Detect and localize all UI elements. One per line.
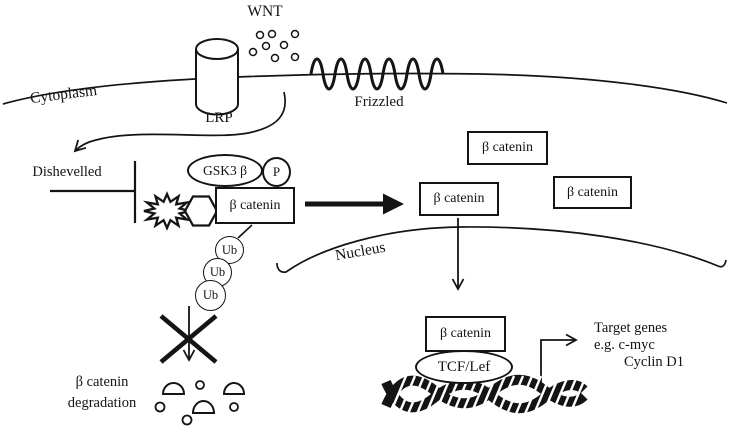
cell-membrane-line (2, 72, 728, 105)
nuclear-membrane-line (276, 226, 727, 273)
bcatenin-box-right: β catenin (553, 176, 632, 209)
transcription-arrow (540, 333, 578, 383)
ubiquitin-link-line (237, 224, 253, 239)
bcatenin-box-right-label: β catenin (566, 184, 619, 200)
degradation-caption: β catenin degradation (56, 372, 148, 414)
bcatenin-box-upper-label: β catenin (481, 140, 534, 155)
bcatenin-box-cytoplasm: β catenin (419, 182, 499, 216)
hexagon-icon (183, 195, 219, 227)
target-genes-caption: Target genes e.g. c-myc Cyclin D1 (594, 320, 684, 371)
translocation-arrow (305, 193, 404, 215)
wnt-ligand-dots (248, 29, 300, 63)
ub-circle-3: Ub (195, 280, 226, 311)
target-genes-line1: Target genes (594, 320, 668, 336)
target-genes-line2: e.g. c-myc (594, 337, 655, 353)
tcf-lef-label: TCF/Lef (437, 358, 491, 375)
bcatenin-box-upper: β catenin (467, 131, 548, 165)
dna-helix-icon (381, 374, 588, 415)
target-genes-line3: Cyclin D1 (624, 354, 685, 370)
signal-arrow-lrp-to-dishevelled (73, 91, 286, 153)
bcatenin-box-cytoplasm-label: β catenin (433, 191, 485, 206)
degradation-caption-line2: degradation (67, 395, 137, 411)
blocked-cross-icon (159, 314, 218, 364)
starburst-icon (142, 191, 192, 231)
gsk3b-ellipse: GSK3 β (187, 154, 263, 187)
frizzled-receptor-icon (309, 57, 445, 91)
gsk3b-label: GSK3 β (202, 162, 247, 178)
lrp-receptor-icon (195, 38, 239, 116)
wnt-label: WNT (247, 3, 283, 20)
degradation-fragments (154, 380, 246, 426)
destruction-bcatenin-label: β catenin (229, 197, 281, 213)
frizzled-label: Frizzled (354, 94, 404, 110)
nuclear-bcatenin-box: β catenin (425, 316, 506, 352)
dishevelled-label: Dishevelled (32, 164, 102, 180)
ub-label-1: Ub (221, 242, 238, 257)
ub-label-2: Ub (209, 265, 226, 279)
degradation-caption-line1: β catenin (75, 374, 129, 390)
phosphate-label: P (272, 164, 281, 179)
lrp-label: LRP (205, 110, 233, 126)
destruction-bcatenin-box: β catenin (215, 187, 295, 224)
phosphate-badge: P (262, 157, 291, 187)
nuclear-bcatenin-label: β catenin (439, 326, 492, 341)
tcf-lef-ellipse: TCF/Lef (415, 350, 513, 384)
ub-label-3: Ub (202, 288, 219, 302)
inhibition-tbar (50, 161, 137, 223)
